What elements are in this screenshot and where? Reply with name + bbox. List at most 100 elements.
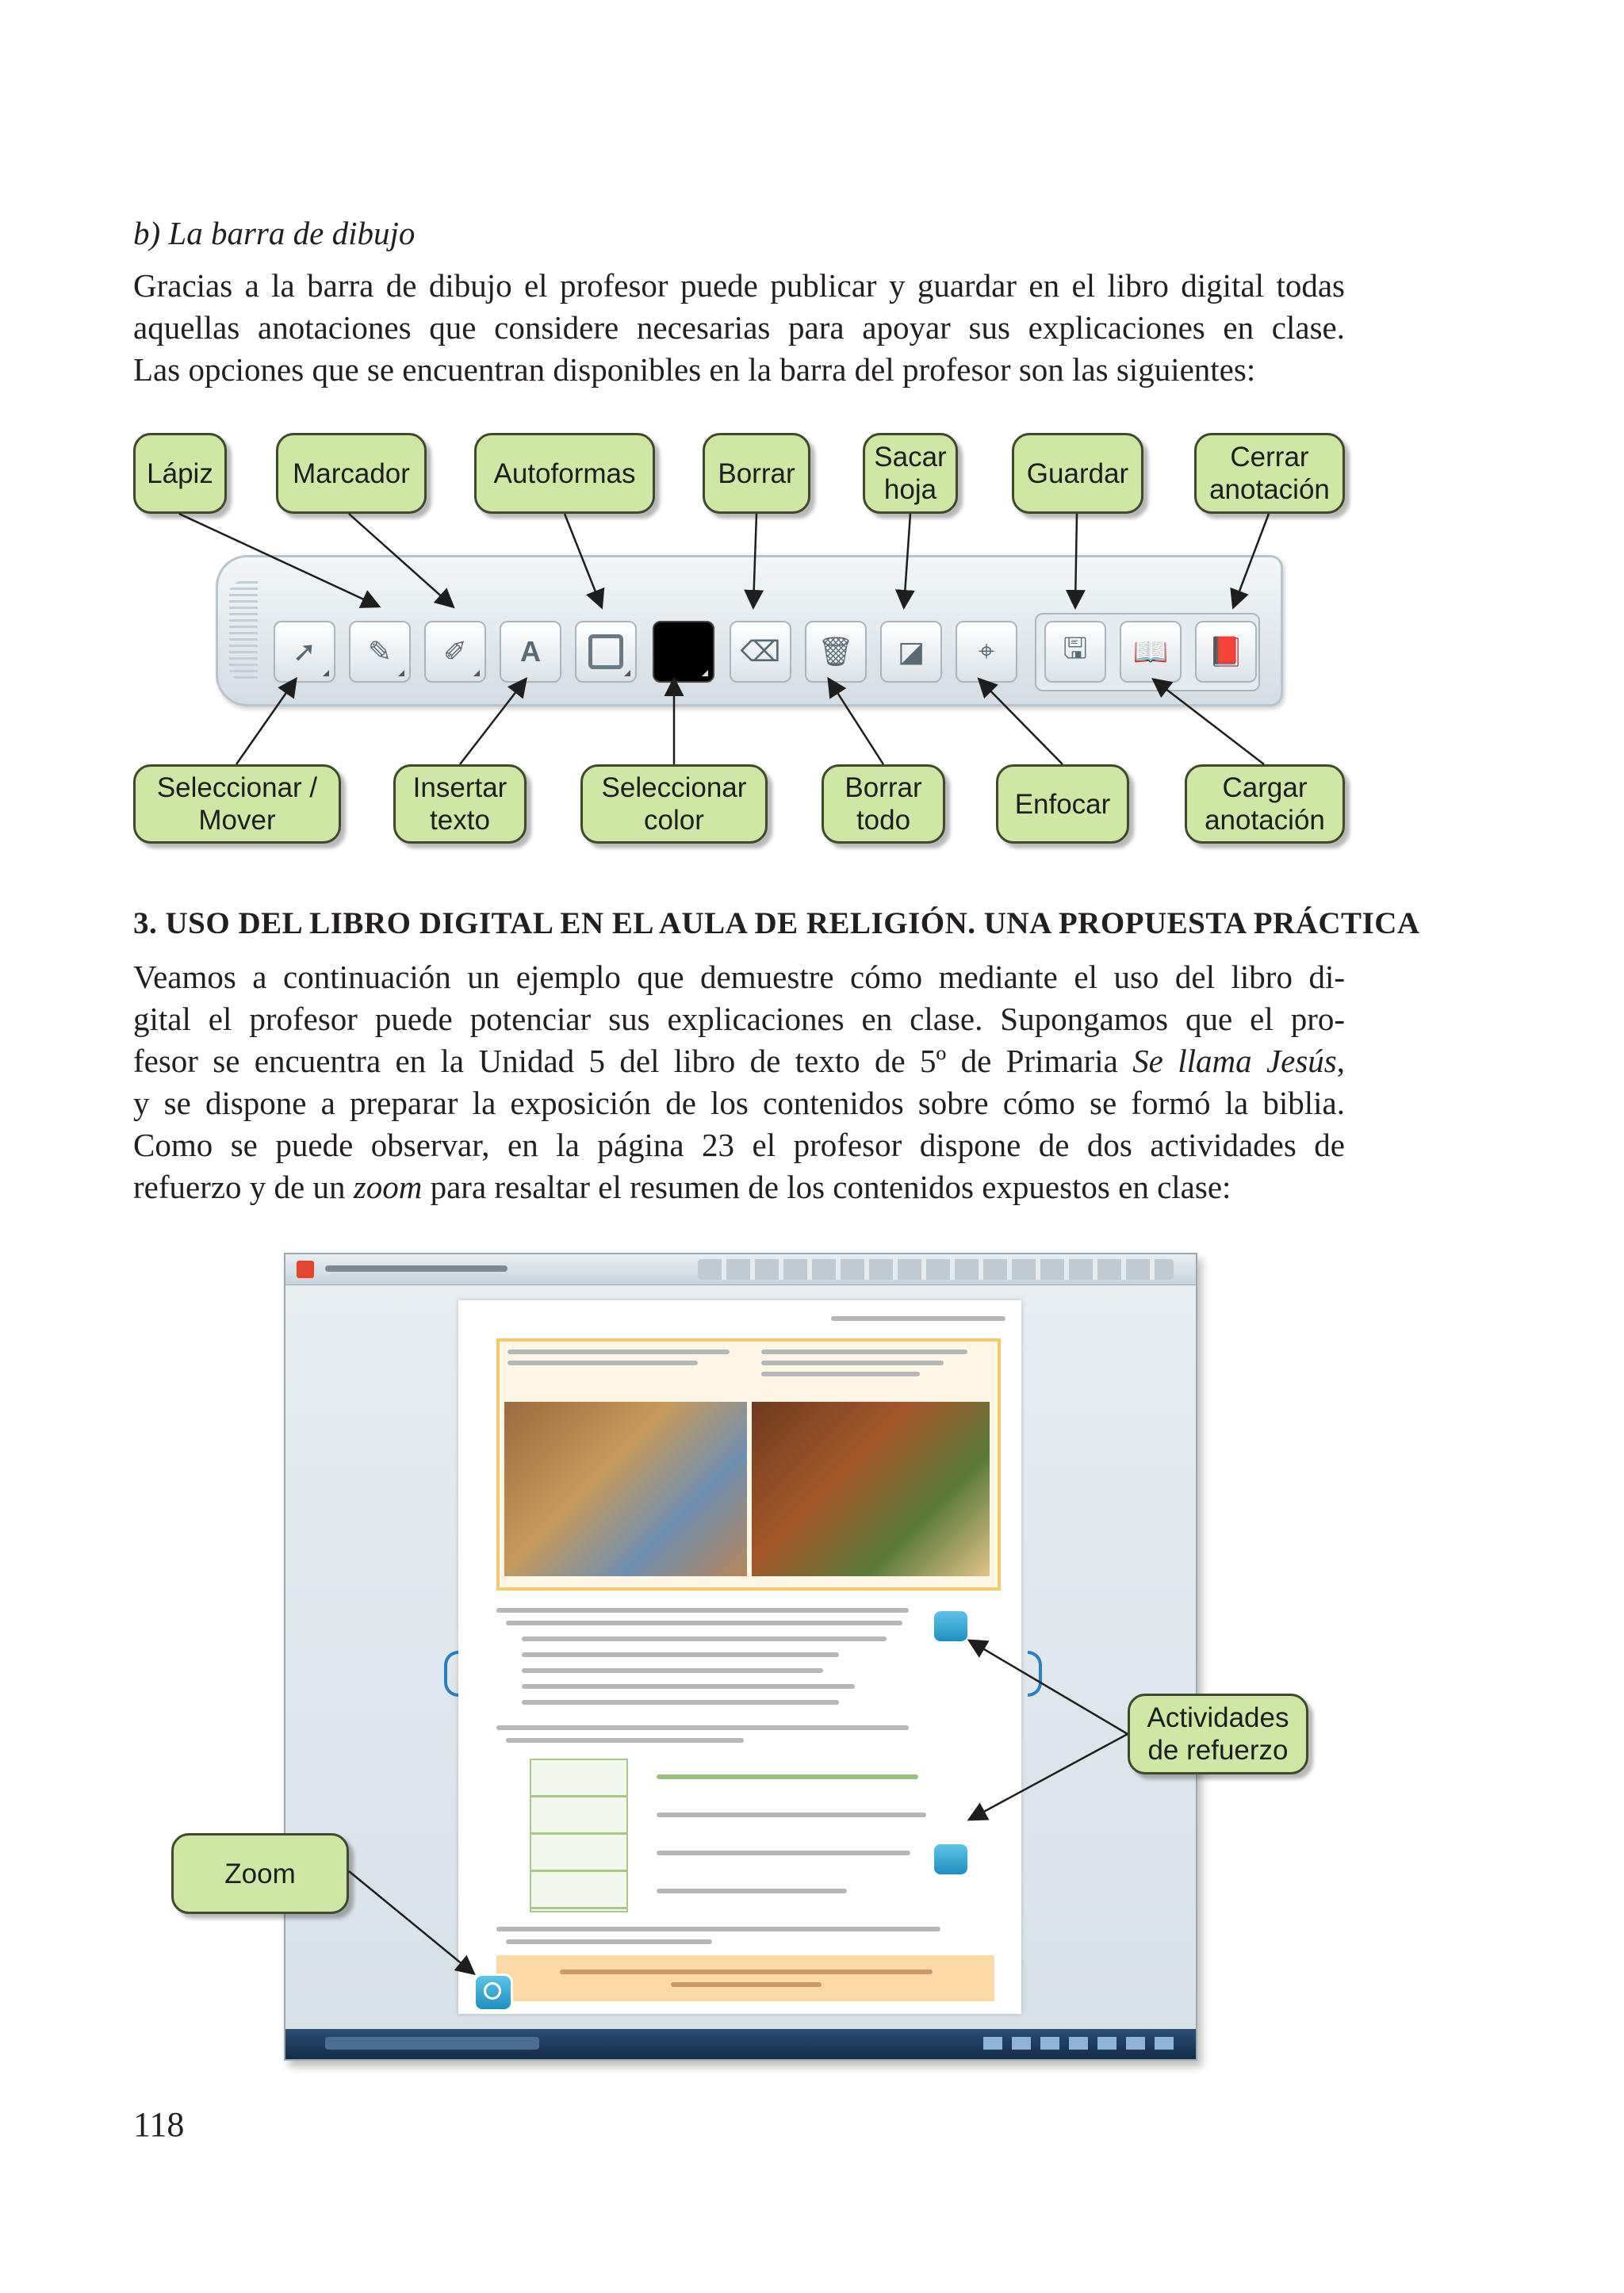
- page-number: 118: [133, 2105, 185, 2144]
- toolbar-arrows: [178, 512, 1270, 765]
- save-icon[interactable]: 🖫: [1044, 621, 1106, 683]
- viewer-toolbar[interactable]: [698, 1259, 1174, 1280]
- caption-line: [508, 1349, 730, 1354]
- select-arrow-icon[interactable]: ➚: [274, 621, 335, 683]
- viewer-bottom-tools[interactable]: [983, 2037, 1174, 2050]
- book-illustration: [496, 1338, 1001, 1591]
- callout-seleccionar-mover: Seleccionar / Mover: [133, 764, 341, 844]
- viewer-title-bar-text: [325, 1265, 508, 1272]
- matching-line: [657, 1774, 918, 1779]
- app-logo-icon: [297, 1261, 314, 1278]
- magnifier-icon: [484, 1982, 501, 2000]
- pencil-icon[interactable]: ✎: [349, 621, 411, 683]
- scribes-illustration: [504, 1402, 747, 1576]
- arrow-insertar-texto: [459, 677, 528, 765]
- paragraph-line: aquellas anotaciones que considere neces…: [133, 309, 1345, 346]
- callout-lapiz: Lápiz: [133, 433, 227, 514]
- text-run: fesor se encuentra en la Unidad 5 del li…: [133, 1043, 1133, 1079]
- callout-sacar-hoja: Sacar hoja: [863, 433, 958, 514]
- arrow-activity-1: [967, 1639, 1128, 1736]
- text-run: refuerzo y de un: [133, 1169, 354, 1205]
- section-b-paragraph: Gracias a la barra de dibujo el profesor…: [133, 265, 1345, 391]
- text-run: ,: [1336, 1043, 1345, 1079]
- callout-actividades-refuerzo: Actividades de refuerzo: [1128, 1694, 1308, 1774]
- matching-table: [530, 1759, 628, 1912]
- activity-1-line: [496, 1608, 909, 1613]
- heading-initial: U: [983, 906, 1007, 940]
- arrow-seleccionar-mover: [235, 676, 297, 765]
- heading-initial: U: [165, 906, 189, 940]
- caption-line: [761, 1349, 967, 1354]
- book-title: Se llama Jesús: [1132, 1043, 1337, 1079]
- screenshot-arrows: [348, 1639, 1128, 1976]
- zoom-button[interactable]: [476, 1976, 511, 2009]
- toolbar-grip-icon: [229, 581, 258, 680]
- load-annotation-icon[interactable]: 📖: [1120, 621, 1182, 683]
- caption-line: [508, 1361, 698, 1365]
- reinforcement-activity-1-button[interactable]: [934, 1611, 967, 1641]
- reinforcement-activity-2-button[interactable]: [934, 1844, 967, 1874]
- activity-3-line: [506, 1939, 712, 1944]
- arrow-enfocar: [977, 677, 1063, 765]
- text-run: para resaltar el resumen de los contenid…: [422, 1169, 1231, 1205]
- trash-icon[interactable]: 🗑: [805, 621, 867, 683]
- focus-icon[interactable]: ⌖: [956, 621, 1017, 683]
- arrow-autoformas: [563, 513, 605, 610]
- arrow-borrar-todo: [827, 676, 885, 765]
- heading-rest: SO DEL LIBRO DIGITAL EN EL AULA DE RELIG…: [188, 906, 984, 940]
- caption-line: [761, 1361, 944, 1365]
- italic-term: zoom: [353, 1169, 423, 1205]
- eraser-icon[interactable]: ⌫: [730, 621, 791, 683]
- color-swatch-icon[interactable]: [653, 621, 714, 683]
- arrow-lapiz: [178, 512, 381, 608]
- scholar-illustration: [752, 1402, 990, 1576]
- callout-insertar-texto: Insertar texto: [393, 764, 527, 844]
- activity-1-line: [522, 1684, 855, 1689]
- blank-sheet-icon[interactable]: ◪: [880, 621, 942, 683]
- digital-book-screenshot: [284, 1253, 1197, 2061]
- section-heading: 3. USO DEL LIBRO DIGITAL EN EL AULA DE R…: [133, 905, 1420, 941]
- text-icon[interactable]: A: [500, 621, 561, 683]
- paragraph-line: fesor se encuentra en la Unidad 5 del li…: [133, 1040, 1345, 1082]
- callout-zoom: Zoom: [171, 1833, 349, 1914]
- callout-seleccionar-color: Seleccionar color: [580, 764, 768, 844]
- shape-icon[interactable]: [575, 621, 637, 683]
- arrow-cerrar-anotacion: [1230, 513, 1270, 610]
- summary-line: [671, 1982, 822, 1987]
- viewer-bottom-bar: [285, 2029, 1196, 2059]
- prev-page-icon[interactable]: [444, 1651, 458, 1697]
- activity-1-line: [522, 1652, 839, 1657]
- paragraph-line: y se dispone a preparar la exposición de…: [133, 1085, 1345, 1121]
- paragraph-line: Como se puede observar, en la página 23 …: [133, 1127, 1345, 1163]
- arrow-borrar: [744, 513, 764, 610]
- caption-line: [761, 1372, 920, 1376]
- callout-borrar-todo: Borrar todo: [822, 764, 945, 844]
- arrow-cargar-anotacion: [1151, 677, 1265, 765]
- matching-line: [657, 1889, 847, 1893]
- book-page: [458, 1300, 1021, 2014]
- callout-marcador: Marcador: [276, 433, 427, 514]
- heading-rest: NA PROPUESTA PRÁCTICA: [1006, 906, 1420, 940]
- heading-part-2: UNA PROPUESTA PRÁCTICA: [984, 906, 1420, 940]
- viewer-search-field[interactable]: [325, 2037, 539, 2050]
- arrow-activity-2: [967, 1732, 1128, 1821]
- paragraph-line: gital el profesor puede potenciar sus ex…: [133, 1001, 1345, 1037]
- callout-autoformas: Autoformas: [474, 433, 655, 514]
- viewer-top-bar: [285, 1254, 1196, 1285]
- arrow-zoom: [348, 1870, 476, 1976]
- callout-guardar: Guardar: [1012, 433, 1143, 514]
- activity-1-line: [522, 1700, 839, 1705]
- heading-part-1: USO DEL LIBRO DIGITAL EN EL AULA DE RELI…: [166, 906, 984, 940]
- activity-1-line: [522, 1636, 887, 1641]
- callout-enfocar: Enfocar: [996, 764, 1129, 844]
- summary-line: [560, 1970, 933, 1974]
- matching-line: [657, 1813, 926, 1817]
- arrow-marcador: [348, 513, 455, 609]
- arrow-sacar-hoja: [894, 513, 915, 610]
- marker-icon[interactable]: ✐: [424, 621, 486, 683]
- activity-1-line: [522, 1668, 823, 1673]
- drawing-toolbar: ➚ ✎ ✐ A ⌫ 🗑 ◪ ⌖ 🖫 📖 📕: [216, 555, 1283, 706]
- summary-box: [496, 1955, 994, 2001]
- callout-borrar: Borrar: [703, 433, 810, 514]
- close-annotation-icon[interactable]: 📕: [1195, 621, 1257, 683]
